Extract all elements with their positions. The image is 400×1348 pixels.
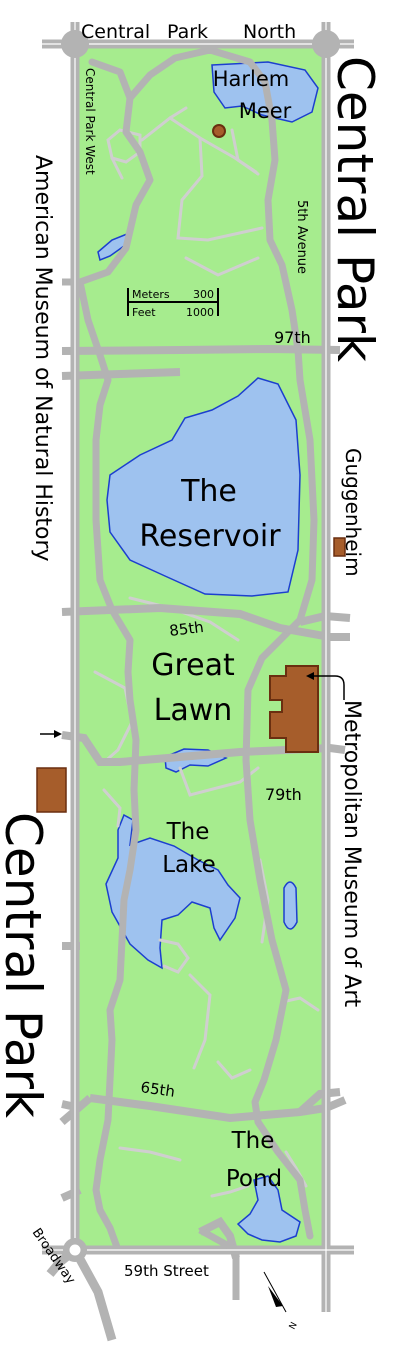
dana-center-marker — [212, 124, 226, 138]
compass-north-arrow: N — [263, 1271, 300, 1332]
the-pond — [236, 1175, 301, 1243]
great-lawn-label-1: Great — [151, 648, 235, 683]
duke-ellington-circle — [312, 30, 340, 58]
scale-feet-value: 1000 — [186, 306, 214, 319]
reservoir-label-1: The — [180, 474, 237, 509]
conservatory-water — [283, 881, 298, 930]
guggenheim-label: Guggenheim — [341, 448, 365, 577]
central-park-title-left: Central Park — [0, 812, 52, 1118]
street-85-label: 85th — [168, 618, 204, 640]
scale-meters-label: Meters — [132, 288, 170, 301]
pond-label-1: The — [231, 1128, 275, 1154]
harlem-meer-label-2: Meer — [239, 99, 292, 123]
central-park-north-label-3: North — [243, 21, 296, 43]
columbus-circle-center — [68, 1243, 82, 1257]
lake-label-1: The — [166, 819, 210, 845]
park-drive — [76, 46, 318, 1254]
street-65-label: 65th — [139, 1078, 176, 1101]
met-callout-line — [308, 675, 345, 700]
amnh-callout-arrow — [54, 730, 62, 738]
central-park-title-right: Central Park — [326, 56, 384, 362]
scale-meters-value: 300 — [193, 288, 214, 301]
frederick-douglass-circle — [61, 30, 89, 58]
broadway-road — [71, 1247, 117, 1342]
harlem-meer-label-1: Harlem — [213, 67, 290, 91]
the-reservoir — [106, 377, 301, 597]
central-park-north-label-1: Central — [81, 21, 150, 43]
street-79-label: 79th — [265, 785, 302, 804]
reservoir-label-2: Reservoir — [139, 519, 281, 554]
central-park-west-label: Central Park West — [83, 68, 97, 175]
amnh-building — [36, 767, 67, 813]
great-lawn-label-2: Lawn — [154, 693, 233, 728]
central-park-north-label-2: Park — [167, 21, 208, 43]
pond-label-2: Pond — [226, 1166, 282, 1192]
scale-feet-label: Feet — [132, 306, 156, 319]
amnh-label: American Museum of Natural History — [30, 155, 55, 562]
road-center-lines — [42, 22, 354, 1312]
guggenheim-marker — [333, 537, 346, 557]
street-97-label: 97th — [274, 328, 311, 347]
compass-n-label: N — [288, 1321, 300, 1332]
the-lake — [105, 813, 241, 970]
fifth-avenue-label: 5th Avenue — [294, 200, 309, 274]
met-callout-arrow — [306, 672, 314, 680]
metropolitan-building — [269, 665, 319, 753]
street-59-label: 59th Street — [124, 1262, 209, 1280]
scale-bar: Meters 300 Feet 1000 — [127, 288, 219, 319]
lake-label-2: Lake — [162, 852, 216, 878]
metropolitan-label: Metropolitan Museum of Art — [339, 700, 364, 1007]
